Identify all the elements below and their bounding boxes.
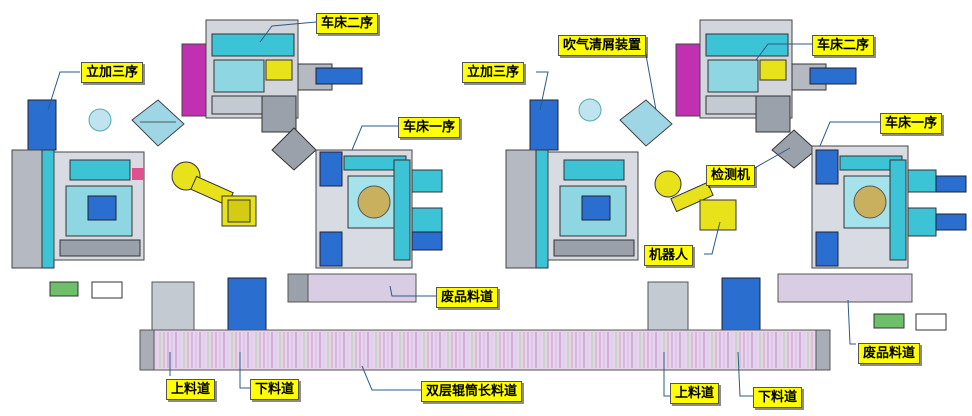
- label-right-lathe-1: 车床一序: [880, 113, 943, 134]
- label-left-upper-chute: 上料道: [166, 379, 216, 400]
- left-device-white: [91, 281, 123, 299]
- right-device-green: [873, 313, 905, 329]
- label-left-lathe-2: 车床二序: [316, 13, 379, 34]
- label-left-waste-chute: 废品料道: [436, 287, 499, 308]
- left-blower-device: [131, 99, 185, 147]
- right-lathe-2: [675, 19, 857, 133]
- left-lathe-1: [315, 149, 443, 269]
- double-roller-conveyor: [139, 329, 831, 371]
- right-sphere: [578, 98, 602, 122]
- label-right-robot: 机器人: [644, 245, 694, 266]
- right-vertical-machine-3: [505, 99, 639, 269]
- label-right-lower-chute: 下料道: [753, 387, 803, 408]
- label-right-blower-device: 吹气清屑装置: [558, 35, 647, 56]
- label-right-vertical-machine-3: 立加三序: [462, 62, 525, 83]
- left-vertical-machine-3: [11, 99, 145, 269]
- label-right-upper-chute: 上料道: [670, 383, 720, 404]
- right-inspection-machine: [771, 129, 817, 169]
- label-right-waste-chute: 废品料道: [858, 343, 921, 364]
- left-waste-chute: [287, 273, 417, 303]
- left-lathe-2: [181, 19, 363, 133]
- right-robot: [654, 170, 737, 231]
- right-blower-device: [619, 99, 673, 147]
- label-left-vertical-machine-3: 立加三序: [81, 62, 144, 83]
- right-lathe-1: [811, 145, 967, 269]
- left-sphere: [88, 108, 112, 132]
- left-device-green: [49, 281, 79, 297]
- label-left-lower-chute: 下料道: [250, 379, 300, 400]
- left-robot: [171, 161, 257, 227]
- right-waste-chute: [777, 273, 913, 303]
- label-right-inspection-machine: 检测机: [706, 165, 756, 186]
- label-right-lathe-2: 车床二序: [812, 35, 875, 56]
- right-device-white: [915, 313, 947, 331]
- label-double-roller-conveyor: 双层辊筒长料道: [421, 381, 523, 402]
- label-left-lathe-1: 车床一序: [398, 117, 461, 138]
- left-inspection-machine: [271, 127, 317, 171]
